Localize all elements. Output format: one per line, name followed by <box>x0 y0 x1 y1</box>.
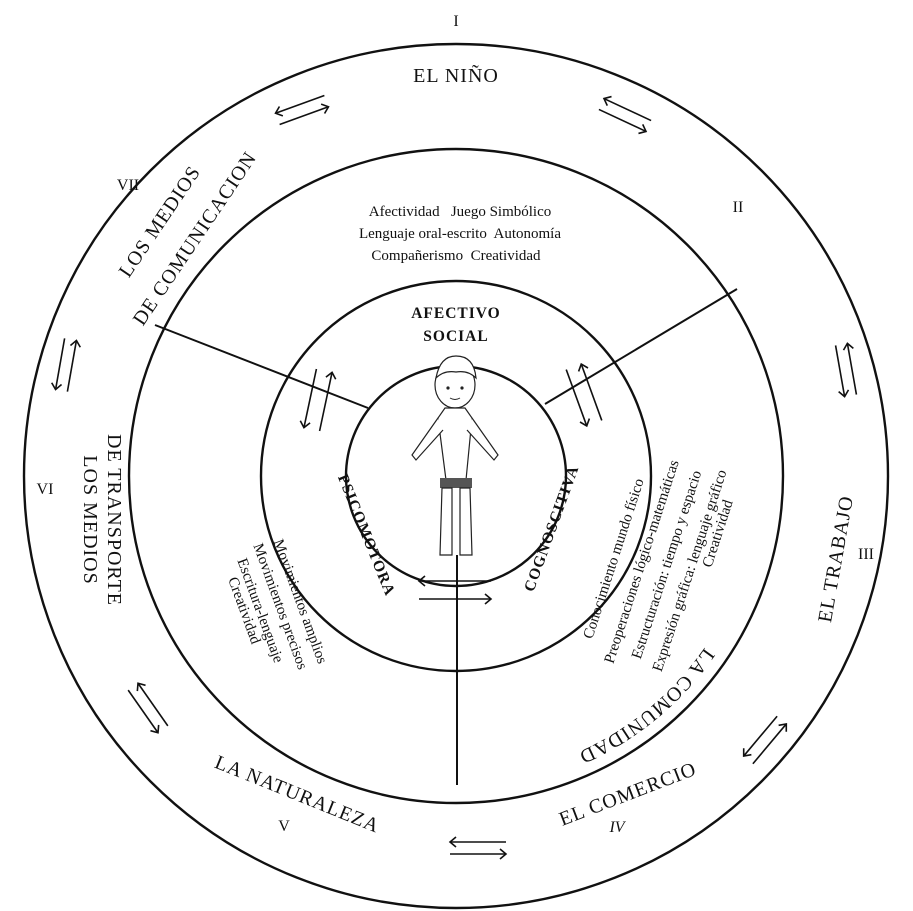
affective-item: Compañerismo Creatividad <box>371 248 541 264</box>
affective-item: Afectividad Juego Simbólico <box>369 204 551 220</box>
numeral-iii: III <box>858 546 874 563</box>
theme-el-comercio: EL COMERCIO <box>556 758 700 831</box>
numeral-vi: VI <box>37 481 54 498</box>
numeral-i: I <box>453 13 458 30</box>
theme-medios-transporte: LOS MEDIOS DE TRANSPORTE <box>79 434 125 606</box>
dimension-cognoscitiva: COGNOSCITIVA <box>521 463 583 594</box>
child-figure-icon <box>411 355 499 556</box>
affective-items: Afectividad Juego Simbólico Lenguaje ora… <box>359 204 561 264</box>
outer-ring <box>22 42 890 910</box>
theme-la-naturaleza: LA NATURALEZA <box>212 751 383 837</box>
double-arrow-icon <box>448 836 508 860</box>
svg-text:LOS MEDIOS: LOS MEDIOS <box>79 455 101 584</box>
double-arrow-icon <box>299 368 337 432</box>
numeral-ii: II <box>733 199 744 216</box>
theme-el-nino: EL NIÑO <box>413 63 499 87</box>
svg-text:DE TRANSPORTE: DE TRANSPORTE <box>103 434 125 606</box>
numeral-iv: IV <box>608 819 626 836</box>
double-arrow-icon <box>274 94 330 126</box>
dimension-afectivo: AFECTIVO <box>411 305 501 322</box>
dimension-psicomotora: PSICOMOTORA <box>334 472 398 598</box>
double-arrow-icon <box>834 342 858 398</box>
theme-medios-comunicacion: LOS MEDIOS DE COMUNICACION <box>115 148 262 330</box>
dimension-social: SOCIAL <box>423 328 488 345</box>
double-arrow-icon <box>417 575 493 605</box>
theme-la-comunidad: LA COMUNIDAD <box>575 644 718 768</box>
divider-left <box>154 324 369 409</box>
divider-right <box>544 288 738 405</box>
double-arrow-icon <box>742 715 788 765</box>
middle-ring <box>127 147 785 805</box>
numeral-v: V <box>278 818 290 835</box>
theme-el-trabajo: EL TRABAJO <box>814 494 858 624</box>
cognitive-items: Conocimiento mundo físico Preoperaciones… <box>581 458 737 674</box>
double-arrow-icon <box>598 95 652 135</box>
double-arrow-icon <box>565 362 603 428</box>
double-arrow-icon <box>127 682 169 734</box>
numeral-vii: VII <box>117 177 139 194</box>
affective-item: Lenguaje oral-escrito Autonomía <box>359 226 561 242</box>
double-arrow-icon <box>50 338 82 392</box>
psychomotor-items: Movimientos amplios Movimientos precisos… <box>224 537 330 672</box>
